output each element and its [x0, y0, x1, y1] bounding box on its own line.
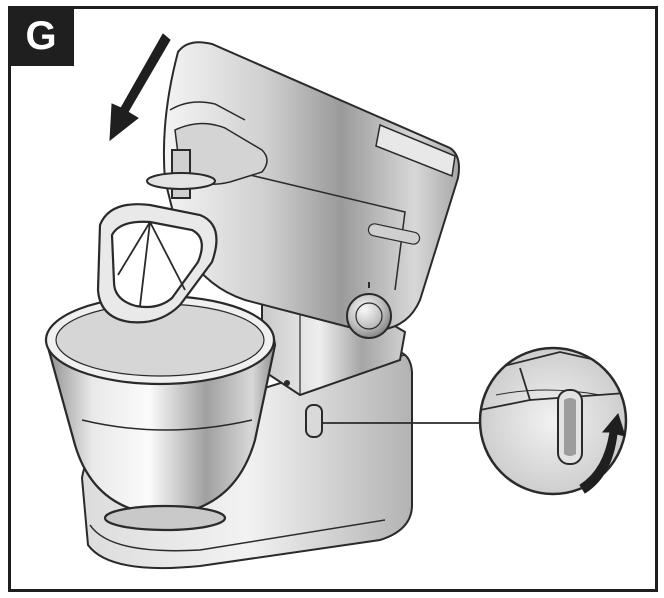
mixing-bowl — [44, 294, 277, 532]
zoom-detail — [478, 346, 628, 496]
rotate-knob-arrow-icon — [579, 412, 626, 494]
k-beater — [96, 203, 218, 324]
head-lower-arrow-icon — [109, 33, 171, 142]
brand-plate — [367, 223, 421, 245]
step-label: G — [8, 6, 74, 66]
speed-knob[interactable] — [346, 282, 392, 339]
release-lever[interactable] — [305, 404, 323, 438]
mixer-head — [162, 41, 460, 332]
beater-shaft — [146, 149, 216, 199]
